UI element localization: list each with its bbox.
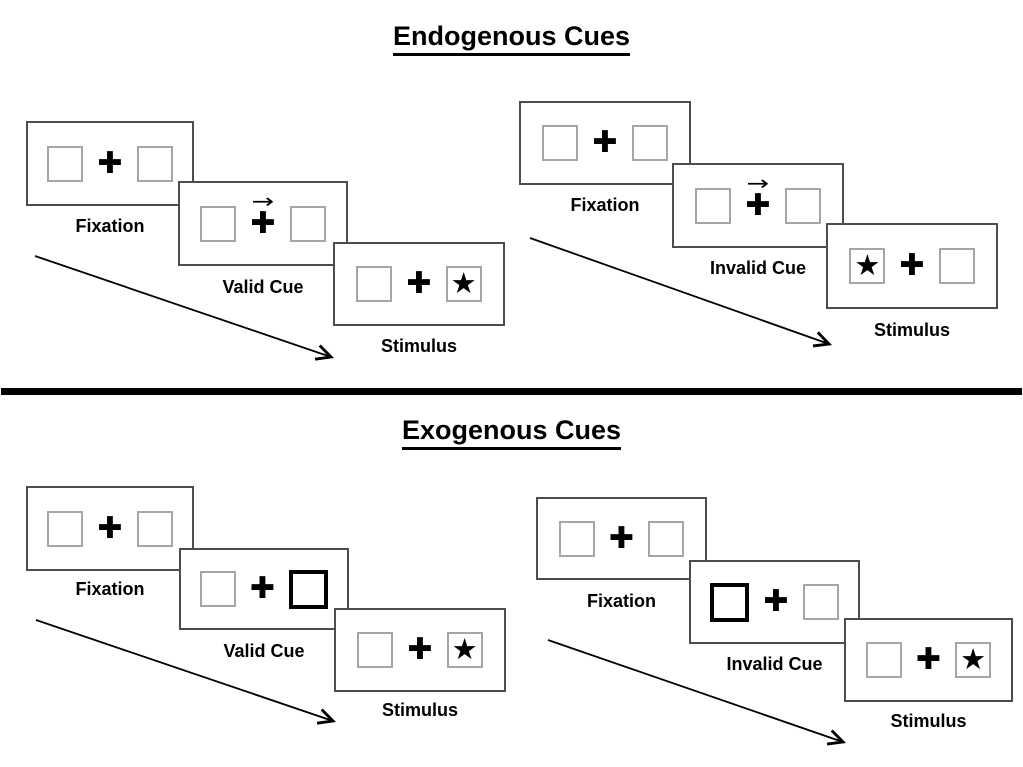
cue-label: Valid Cue <box>222 277 304 297</box>
cue-cluster: → ✚ <box>250 191 276 241</box>
right-box <box>631 125 668 161</box>
fixation-cross-icon: ✚ <box>250 205 276 241</box>
right-box <box>289 205 326 242</box>
fixation-cross-icon: ✚ <box>406 266 432 301</box>
fixation-label: Fixation <box>586 591 656 611</box>
left-box <box>200 205 237 242</box>
left-box <box>356 266 393 302</box>
sequence-arrow <box>547 639 847 746</box>
fixation-cross-icon: ✚ <box>608 520 635 556</box>
valid-cue-panel: ✚ <box>179 548 349 630</box>
fixation-label: Fixation <box>75 216 145 236</box>
fixation-panel: ✚ <box>26 121 194 206</box>
right-box-highlighted <box>289 569 329 609</box>
fixation-label: Fixation <box>75 579 145 599</box>
left-box <box>695 187 732 224</box>
target-star-icon: ★ <box>960 641 987 676</box>
stimulus-label: Stimulus <box>380 336 457 356</box>
fixation-label: Fixation <box>570 195 640 215</box>
fixation-panel: ✚ <box>536 497 707 580</box>
stimulus-panel: ✚ ★ <box>844 618 1013 702</box>
fixation-cross-icon: ✚ <box>899 248 925 283</box>
left-box: ★ <box>849 247 886 284</box>
fixation-cross-icon: ✚ <box>97 510 123 546</box>
sequence-arrow <box>34 255 335 361</box>
section-title-text: Exogenous Cues <box>401 414 622 451</box>
cue-arrow-icon: → <box>746 170 770 195</box>
right-box: ★ <box>446 631 483 668</box>
target-star-icon: ★ <box>854 247 881 282</box>
sequence-arrow <box>529 237 833 348</box>
valid-cue-panel: → ✚ <box>178 181 348 266</box>
fixation-cross-icon: ✚ <box>249 571 276 606</box>
right-box <box>136 510 173 547</box>
right-box: ★ <box>445 265 482 302</box>
right-box <box>648 520 685 557</box>
left-box <box>47 145 84 182</box>
right-box <box>136 145 173 182</box>
invalid-cue-panel: ✚ <box>689 560 860 644</box>
invalid-cue-panel: → ✚ <box>672 163 844 248</box>
target-star-icon: ★ <box>451 631 478 666</box>
section-title-exogenous: Exogenous Cues <box>0 414 1023 451</box>
fixation-cross-icon: ✚ <box>745 187 771 223</box>
stimulus-panel: ✚ ★ <box>334 608 506 692</box>
stimulus-label: Stimulus <box>873 320 950 340</box>
section-title-endogenous: Endogenous Cues <box>0 20 1023 57</box>
left-box <box>47 510 84 547</box>
fixation-panel: ✚ <box>26 486 194 571</box>
left-box-highlighted <box>710 582 750 622</box>
cue-label: Valid Cue <box>223 641 305 661</box>
cue-arrow-icon: → <box>251 188 275 213</box>
left-box <box>558 520 595 557</box>
left-box <box>865 642 902 678</box>
right-box <box>802 584 839 620</box>
target-star-icon: ★ <box>450 265 477 300</box>
cue-label: Invalid Cue <box>709 258 807 278</box>
stimulus-panel: ✚ ★ <box>333 242 505 326</box>
section-divider <box>1 388 1022 395</box>
fixation-panel: ✚ <box>519 101 691 185</box>
left-box <box>199 571 236 607</box>
fixation-cross-icon: ✚ <box>763 584 789 619</box>
sequence-arrow <box>35 619 337 725</box>
section-title-text: Endogenous Cues <box>392 20 630 57</box>
fixation-cross-icon: ✚ <box>97 145 123 181</box>
fixation-cross-icon: ✚ <box>407 632 433 667</box>
cue-cluster: → ✚ <box>745 173 771 223</box>
left-box <box>357 632 394 668</box>
stimulus-label: Stimulus <box>381 700 458 720</box>
left-box <box>542 125 579 161</box>
right-box <box>784 187 821 224</box>
fixation-cross-icon: ✚ <box>915 642 942 677</box>
fixation-cross-icon: ✚ <box>592 125 618 160</box>
stimulus-label: Stimulus <box>890 711 967 731</box>
stimulus-panel: ★ ✚ <box>826 223 998 309</box>
cue-label: Invalid Cue <box>726 654 823 674</box>
right-box: ★ <box>955 641 992 678</box>
right-box <box>938 248 975 284</box>
